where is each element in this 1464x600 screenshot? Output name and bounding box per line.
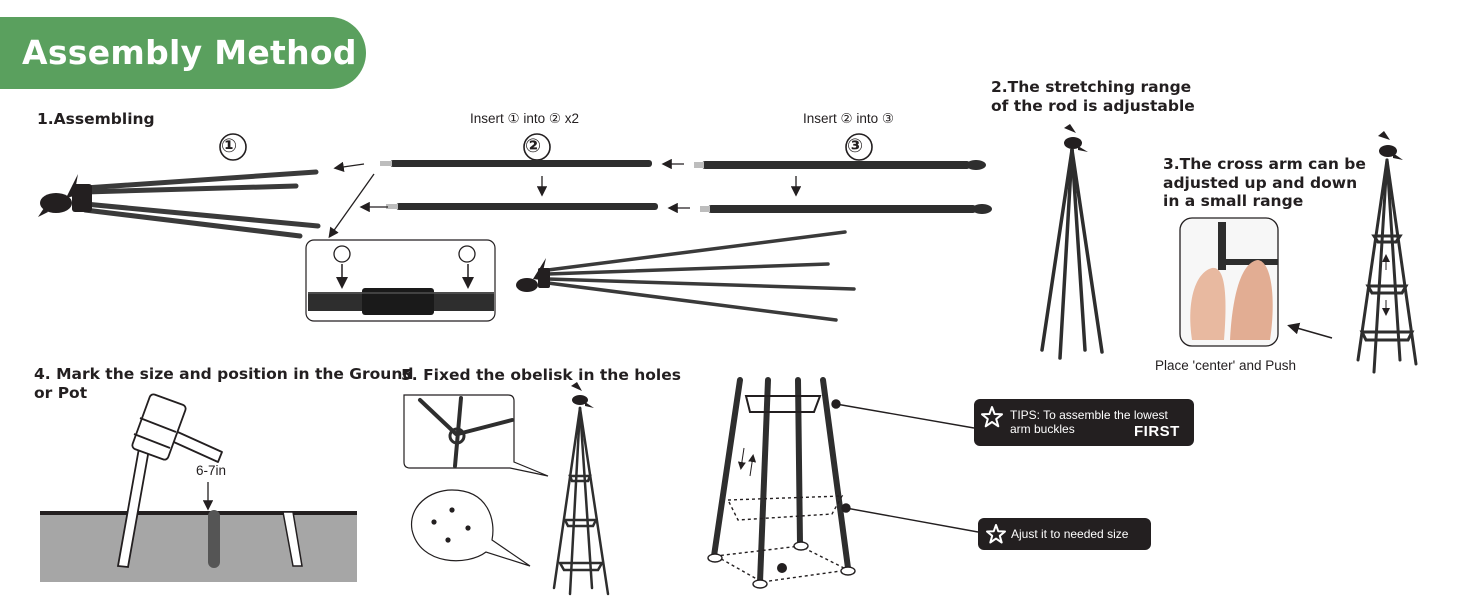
step-5-title: 5. Fixed the obelisk in the holes (401, 366, 681, 384)
obelisk-base-detail (711, 377, 851, 585)
arrow-icon (328, 158, 802, 239)
zoom-arrows (336, 264, 474, 289)
step-4-line-2: or Pot (34, 383, 88, 402)
part-3-rods (694, 160, 992, 214)
tip-lowest-arm-buckles: TIPS: To assemble the lowest arm buckles… (974, 399, 1194, 446)
step-2-title: 2.The stretching range of the rod is adj… (991, 78, 1195, 115)
part-1-finial-legs (82, 169, 321, 239)
step-3-title: 3.The cross arm can be adjusted up and d… (1163, 155, 1366, 211)
holes-callout (410, 489, 531, 567)
step-4-title: 4. Mark the size and position in the Gro… (34, 365, 413, 402)
hammer-icon (131, 393, 223, 463)
star-icon (981, 406, 1003, 428)
fixed-obelisk (552, 406, 610, 596)
assembled-spread-legs (546, 230, 856, 322)
insert-2-into-3-label: Insert ② into ③ (803, 111, 894, 126)
bird-finial-icon (1378, 131, 1403, 160)
zoom-part-1-number: ① (334, 246, 348, 263)
ground-ring (713, 545, 851, 583)
joint-zoom-detail (308, 288, 494, 315)
ground-soil (40, 512, 357, 582)
tip-1-line-2: arm buckles (1010, 422, 1075, 436)
part-1-number: ① (221, 135, 238, 157)
tip-leader-lines (831, 399, 979, 533)
bird-finial-icon (516, 258, 550, 292)
push-instruction: Place 'center' and Push (1155, 358, 1296, 373)
tip-adjust-size: Ajust it to needed size (978, 518, 1151, 550)
leg-joint-detail (418, 396, 514, 468)
bird-finial-icon (38, 174, 92, 217)
step-3-line-3: in a small range (1163, 192, 1304, 210)
stake-rod (116, 419, 156, 568)
bird-finial-icon (1064, 124, 1088, 152)
depth-label: 6-7in (196, 463, 227, 478)
stake-leg (282, 511, 303, 567)
adjustable-ring (726, 495, 844, 521)
step-1-title: 1.Assembling (37, 110, 155, 128)
ground-holes (431, 507, 471, 543)
step-2-line-1: 2.The stretching range (991, 78, 1192, 96)
step-2-line-2: of the rod is adjustable (991, 96, 1195, 115)
section-banner: Assembly Method (0, 17, 366, 89)
hand-photo (1190, 222, 1278, 340)
stake-hole (208, 510, 220, 568)
part-2-number: ② (525, 135, 542, 157)
arrow-icon (1287, 322, 1333, 339)
arrow-icon (737, 447, 757, 477)
center-stake (777, 563, 787, 573)
tip-2-text: Ajust it to needed size (1011, 527, 1129, 541)
part-3-number: ③ (847, 135, 864, 157)
part-2-rods (380, 160, 658, 210)
step-4-line-1: 4. Mark the size and position in the Gro… (34, 365, 414, 383)
leg-feet (707, 541, 856, 589)
bird-finial-icon (571, 382, 594, 408)
stretched-obelisk (1040, 148, 1104, 360)
leg-joint-callout (403, 394, 549, 477)
page-title: Assembly Method (22, 33, 357, 72)
crossbar-obelisk (1356, 158, 1418, 374)
zoom-part-2-number: ② (460, 246, 474, 263)
step-3-line-2: adjusted up and down (1163, 173, 1358, 192)
insert-1-into-2-label: Insert ① into ② x2 (470, 111, 579, 126)
top-ring (744, 395, 822, 413)
tip-1-line-1: TIPS: To assemble the lowest (1010, 408, 1168, 422)
tip-1-emphasis: FIRST (1134, 423, 1180, 440)
hand-photo-frame (1179, 217, 1279, 347)
step-3-line-1: 3.The cross arm can be (1163, 155, 1366, 173)
star-icon (986, 524, 1006, 544)
